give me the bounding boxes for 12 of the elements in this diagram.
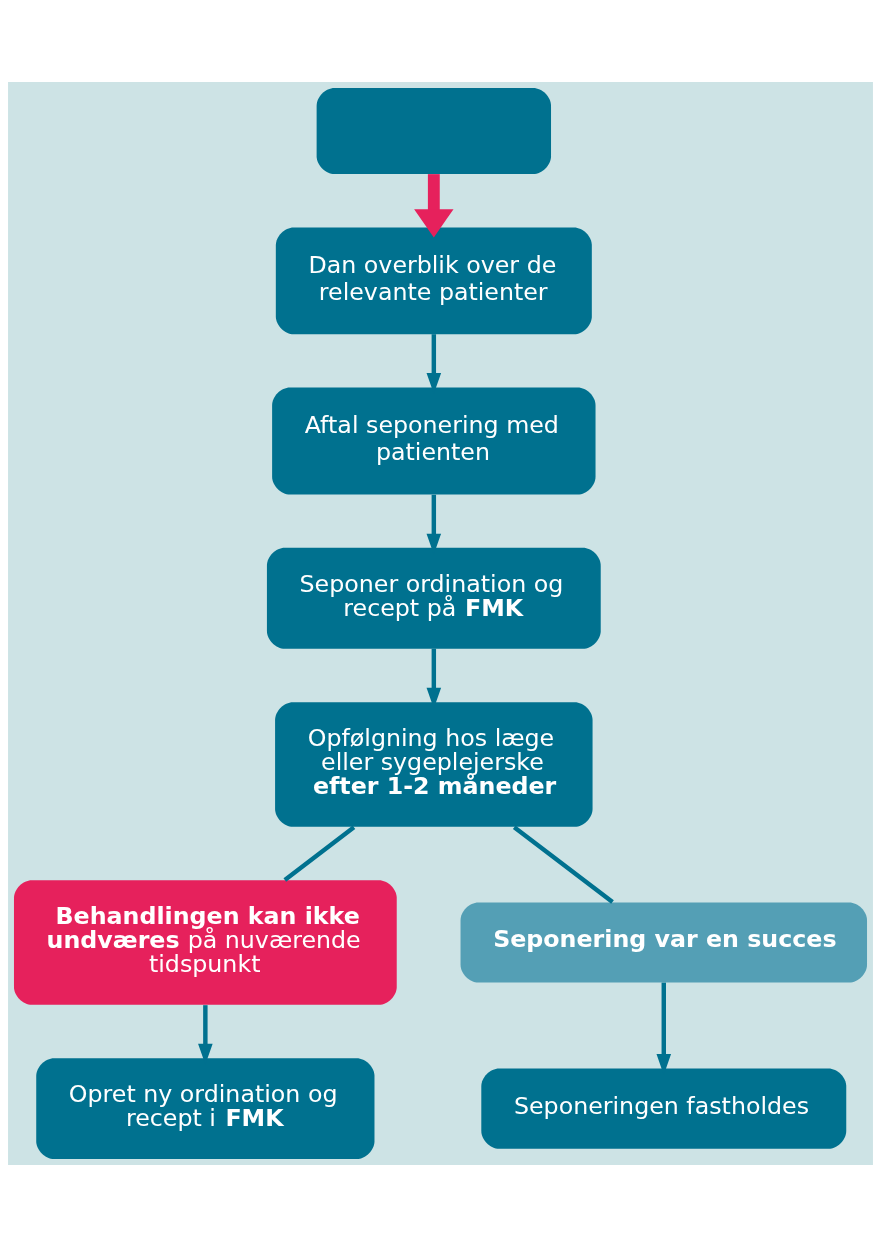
node-box: Behandlingen kan ikke undværes på nuværende tidspunkt — [14, 879, 397, 1005]
node-box: Opfølgning hos læge eller sygeplejerske efter 1-2 måneder — [275, 701, 593, 827]
node-box: Seponeringen fastholdes — [481, 1068, 847, 1149]
arrow — [414, 173, 454, 237]
node-box: Seponering var en succes — [460, 901, 867, 982]
node-box — [316, 87, 552, 174]
node-box: Dan overblik over de relevante patienter — [275, 226, 592, 334]
connector — [512, 824, 614, 904]
node-box: Seponer ordination og recept på FMK — [266, 547, 601, 649]
connector — [283, 824, 356, 882]
node-box: Aftal seponering med patienten — [272, 387, 596, 494]
node-box: Opret ny ordination og recept i FMK — [36, 1057, 375, 1159]
